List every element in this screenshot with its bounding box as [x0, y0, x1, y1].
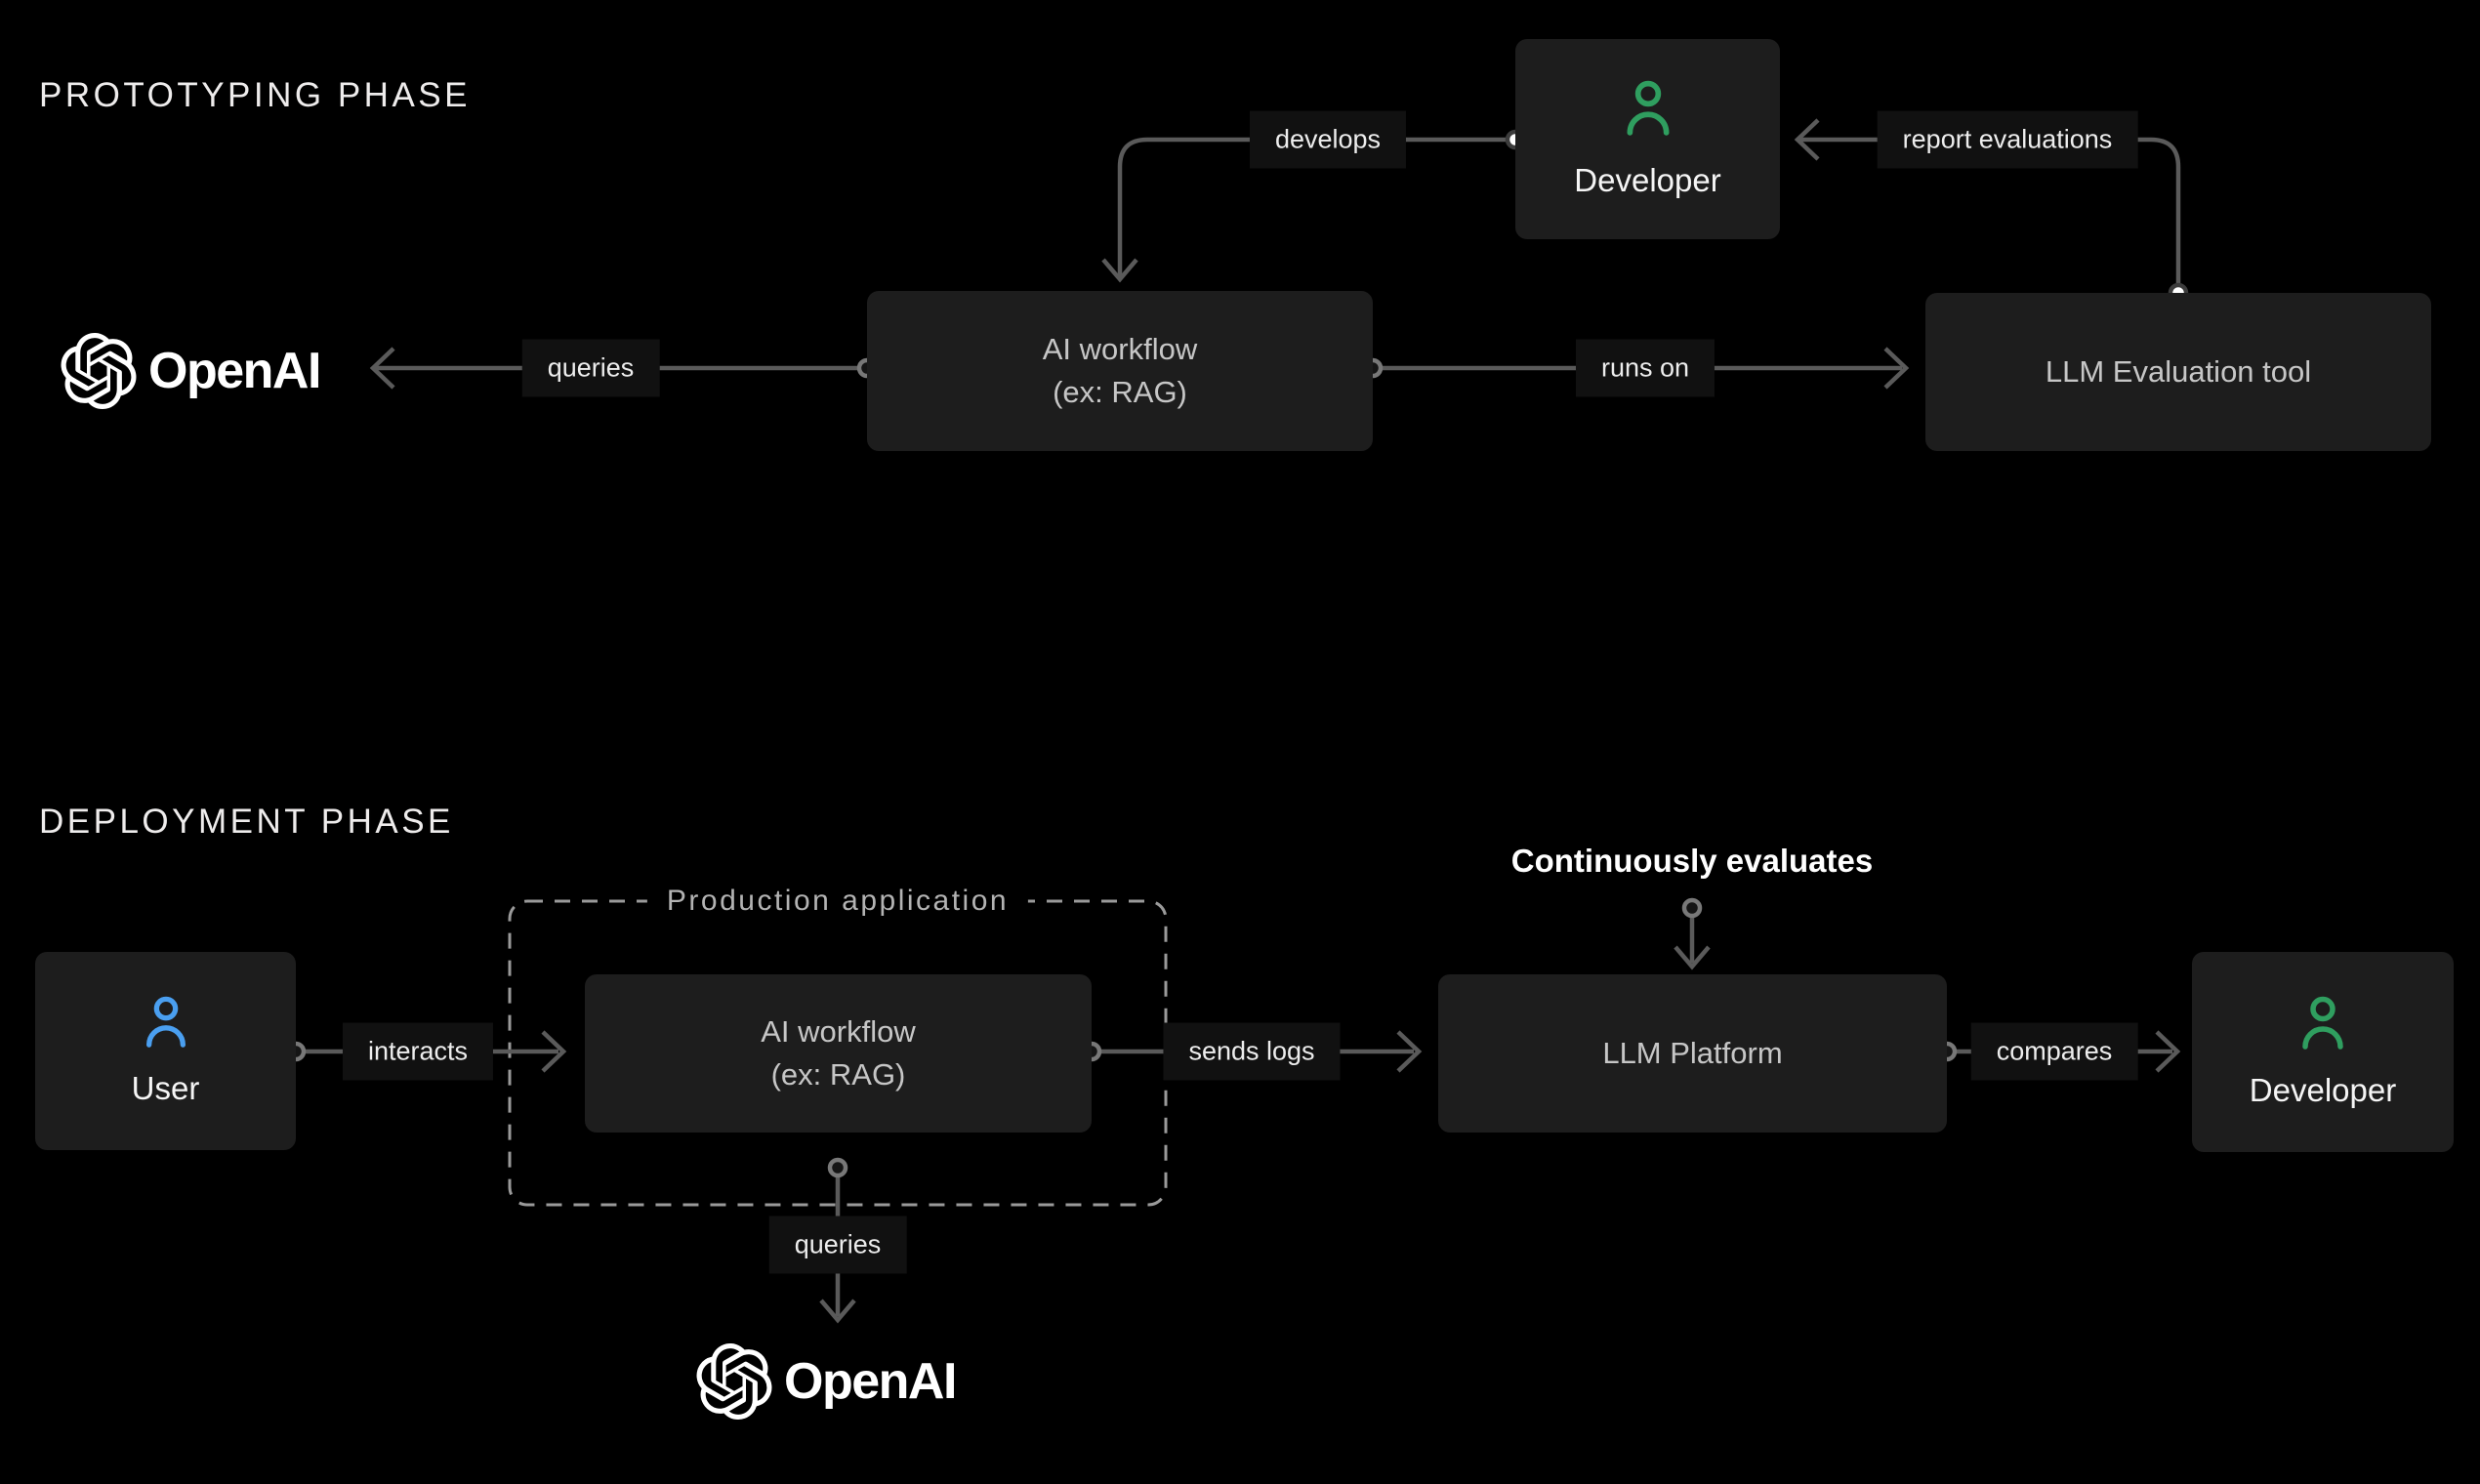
user-label: User	[131, 1069, 200, 1106]
user-node: User	[35, 952, 296, 1150]
edge-sends-logs-arrowhead	[1396, 1030, 1423, 1073]
openai-wordmark: OpenAI	[784, 1353, 957, 1410]
developer-label: Developer	[1574, 161, 1721, 198]
openai-mark-icon	[696, 1343, 772, 1420]
edge-label-interacts: interacts	[342, 1022, 494, 1081]
developer-label: Developer	[2249, 1071, 2397, 1108]
edge-label-runs-on: runs on	[1575, 339, 1715, 397]
edge-report-evaluations-line	[1800, 137, 2181, 289]
prototyping-phase-title: PROTOTYPING PHASE	[39, 76, 471, 114]
edge-report-evaluations-arrowhead	[1794, 118, 1820, 161]
deployment-phase-title: DEPLOYMENT PHASE	[39, 803, 454, 841]
edge-queries-arrowhead	[369, 347, 395, 390]
port-dot	[1681, 897, 1703, 919]
user-person-icon	[145, 996, 186, 1048]
continuously-evaluates-annotation: Continuously evaluates	[1510, 843, 1874, 879]
llm-evaluation-tool-label: LLM Evaluation tool	[2045, 354, 2312, 389]
ai-workflow-label-line2: (ex: RAG)	[1053, 375, 1187, 409]
edge-label-sends-logs: sends logs	[1163, 1022, 1341, 1081]
edge-interacts-arrowhead	[541, 1030, 567, 1073]
edge-queries-bottom-arrowhead	[819, 1298, 856, 1324]
edge-develops-line	[1117, 137, 1515, 277]
llm-platform-label: LLM Platform	[1602, 1036, 1783, 1070]
ai-workflow-node-prototyping: AI workflow (ex: RAG)	[867, 291, 1373, 451]
ai-workflow-node-deployment: AI workflow (ex: RAG)	[585, 974, 1092, 1133]
ai-workflow-label-line1: AI workflow	[761, 1014, 916, 1049]
edge-label-queries-bottom: queries	[768, 1216, 907, 1274]
llm-evaluation-tool-node: LLM Evaluation tool	[1925, 293, 2431, 451]
developer-node-prototyping: Developer	[1515, 39, 1780, 239]
edge-label-report-evaluations: report evaluations	[1877, 110, 2138, 169]
openai-mark-icon	[61, 333, 137, 409]
edge-continuously-evaluates-arrowhead	[1674, 945, 1711, 970]
ai-workflow-label-line1: AI workflow	[1042, 332, 1198, 366]
openai-logo-deployment: OpenAI	[696, 1342, 957, 1421]
production-application-title: Production application	[646, 883, 1029, 920]
developer-person-icon	[1627, 80, 1669, 136]
edge-label-develops: develops	[1249, 110, 1407, 169]
ai-workflow-label-line2: (ex: RAG)	[770, 1057, 906, 1092]
edge-runs-on-arrowhead	[1883, 347, 1910, 390]
developer-person-icon	[2302, 996, 2343, 1050]
edge-develops-arrowhead	[1101, 258, 1138, 283]
port-dot	[827, 1157, 848, 1178]
openai-logo-prototyping: OpenAI	[61, 332, 321, 410]
llm-platform-node: LLM Platform	[1438, 974, 1947, 1133]
edge-label-compares: compares	[1970, 1022, 2138, 1081]
openai-wordmark: OpenAI	[148, 343, 321, 399]
edge-compares-arrowhead	[2155, 1030, 2181, 1073]
edge-label-queries: queries	[521, 339, 660, 397]
developer-node-deployment: Developer	[2192, 952, 2454, 1152]
